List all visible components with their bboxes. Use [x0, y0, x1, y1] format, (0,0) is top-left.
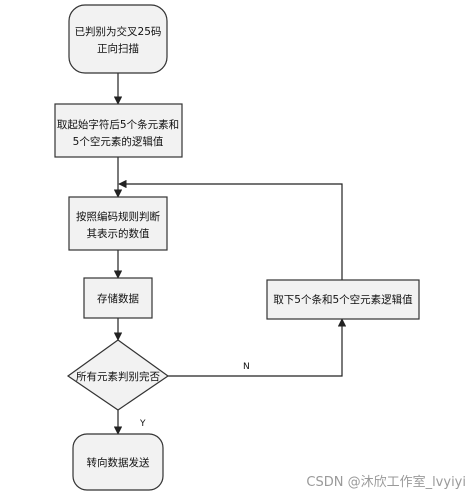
- edge-label-no: N: [243, 362, 250, 372]
- decision-label: 所有元素判别完否: [76, 370, 160, 383]
- node-end: 转向数据发送: [72, 433, 164, 491]
- read-process-shape: [54, 103, 183, 158]
- start-label-line2: 正向扫描: [97, 42, 139, 55]
- store-label: 存储数据: [97, 292, 139, 305]
- decode-process-shape: [68, 196, 168, 251]
- node-read: 取起始字符后5个条元素和 5个空元素的逻辑值: [54, 103, 183, 158]
- next-label: 取下5个条和5个空元素逻辑值: [273, 293, 413, 306]
- start-terminal-shape: [68, 4, 168, 74]
- end-terminal-shape: [72, 433, 164, 491]
- node-start: 已判别为交叉25码 正向扫描: [68, 4, 168, 74]
- end-label: 转向数据发送: [87, 456, 150, 469]
- edge-label-yes: Y: [139, 419, 146, 429]
- edges: [113, 73, 347, 435]
- decode-label-line2: 其表示的数值: [87, 227, 150, 240]
- start-label-line1: 已判别为交叉25码: [75, 25, 162, 38]
- node-decision: 所有元素判别完否: [66, 339, 170, 411]
- node-decode: 按照编码规则判断 其表示的数值: [68, 196, 168, 251]
- watermark-text: CSDN @沐欣工作室_lvyiyi: [306, 474, 466, 490]
- next-process-shape: [266, 279, 420, 320]
- read-label-line1: 取起始字符后5个条元素和: [57, 118, 179, 131]
- read-label-line2: 5个空元素的逻辑值: [73, 135, 164, 148]
- decision-diamond-shape: [66, 339, 170, 411]
- edge-next-to-loop: [118, 179, 343, 280]
- store-process-shape: [83, 277, 153, 319]
- decode-label-line1: 按照编码规则判断: [76, 210, 160, 223]
- edge-decision-no-to-next: [168, 318, 347, 377]
- node-store: 存储数据: [83, 277, 153, 319]
- node-next: 取下5个条和5个空元素逻辑值: [266, 279, 420, 320]
